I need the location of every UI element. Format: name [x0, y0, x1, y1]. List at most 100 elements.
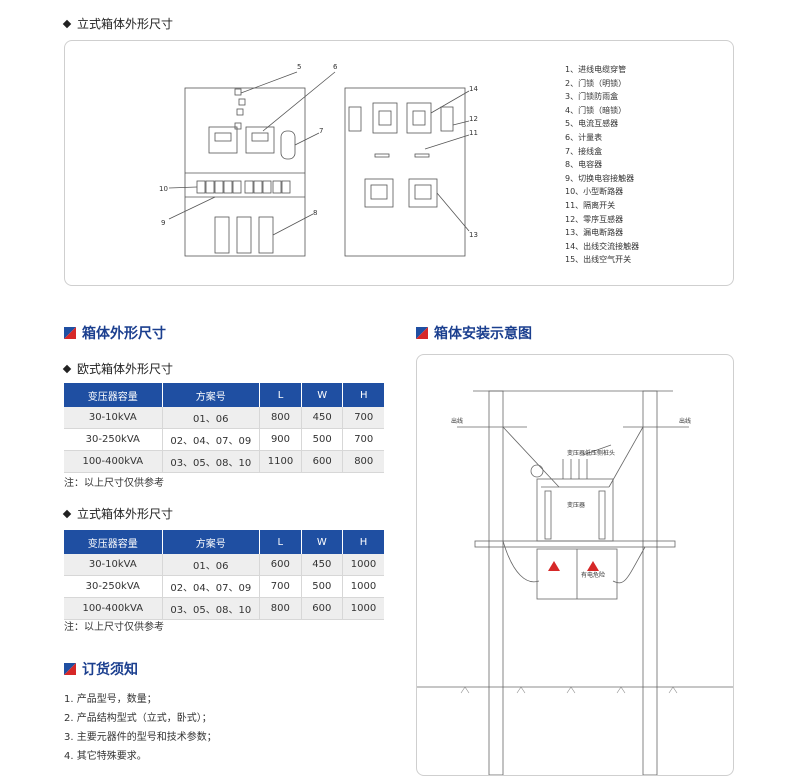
table-cell: 600: [301, 597, 344, 620]
european-dimensions-table: 变压器容量 方案号 L W H 30-10kVA 01、06 800 450 7…: [64, 383, 384, 473]
callout-5: 5: [297, 63, 301, 71]
component-legend: 1、进线电缆穿管 2、门锁（明锁） 3、门锁防雨盒 4、门锁（暗锁） 5、电流互…: [565, 63, 639, 267]
callout-14: 14: [469, 85, 478, 93]
table-cell: 03、05、08、10: [162, 597, 261, 620]
section-flag-icon: [416, 327, 428, 339]
cabinet-drawing-panel: 5 6 7 10 9 8 14 12 11 13 1、进线电缆穿管 2、门锁（明…: [64, 40, 734, 286]
table-header-row: 变压器容量 方案号 L W H: [64, 383, 384, 407]
table-cell: 1000: [342, 575, 384, 598]
table-row: 30-250kVA 02、04、07、09 700 500 1000: [64, 575, 384, 598]
table-cell: 800: [342, 450, 384, 473]
table-row: 30-10kVA 01、06 600 450 1000: [64, 554, 384, 576]
table-cell: 30-250kVA: [64, 575, 163, 598]
header-h: H: [342, 383, 384, 407]
order-list: 1. 产品型号，数量； 2. 产品结构型式（立式，卧式）； 3. 主要元器件的型…: [64, 690, 217, 766]
table-cell: 30-250kVA: [64, 428, 163, 451]
legend-item: 2、门锁（明锁）: [565, 78, 627, 88]
order-section-title: 订货须知: [64, 659, 138, 679]
header-l: L: [259, 530, 302, 554]
list-item: 1. 产品型号，数量；: [64, 694, 157, 705]
legend-item: 14、出线交流接触器: [565, 241, 640, 251]
transformer-top-label: 变压器低压侧桩头: [567, 449, 615, 457]
box-label: 有电危险: [581, 571, 605, 579]
table-cell: 700: [259, 575, 302, 598]
callout-10: 10: [159, 185, 168, 193]
table-cell: 01、06: [162, 407, 261, 429]
cabinet-drawing: 5 6 7 10 9 8 14 12 11 13: [159, 63, 478, 257]
legend-item: 6、计量表: [565, 132, 603, 142]
header-l: L: [259, 383, 302, 407]
table-cell: 700: [342, 428, 384, 451]
vertical-subtitle: 立式箱体外形尺寸: [62, 505, 173, 522]
table-cell: 500: [301, 428, 344, 451]
table-cell: 02、04、07、09: [162, 575, 261, 598]
top-section-title: 立式箱体外形尺寸: [62, 15, 173, 32]
table-cell: 800: [259, 597, 302, 620]
list-item: 3. 主要元器件的型号和技术参数；: [64, 732, 217, 743]
table-cell: 03、05、08、10: [162, 450, 261, 473]
table-cell: 100-400kVA: [64, 450, 163, 473]
legend-item: 8、电容器: [565, 160, 603, 170]
header-h: H: [342, 530, 384, 554]
legend-item: 9、切换电容接触器: [565, 173, 635, 183]
diamond-bullet-icon: [62, 509, 72, 519]
legend-item: 11、隔离开关: [565, 200, 616, 210]
legend-item: 10、小型断路器: [565, 187, 624, 197]
list-item: 2. 产品结构型式（立式，卧式）；: [64, 713, 212, 724]
table-cell: 02、04、07、09: [162, 428, 261, 451]
table-cell: 01、06: [162, 554, 261, 576]
table-row: 30-10kVA 01、06 800 450 700: [64, 407, 384, 429]
left-cabinet-outline: [184, 87, 306, 257]
table-cell: 30-10kVA: [64, 554, 163, 576]
callout-13: 13: [469, 231, 478, 239]
transformer-label: 变压器: [567, 501, 585, 509]
header-w: W: [301, 530, 344, 554]
legend-item: 5、电流互感器: [565, 119, 619, 129]
outline-right-label: 出线: [679, 417, 691, 425]
install-diagram-panel: 出线 出线 变压器低压侧桩头 变压器 有电危险: [416, 354, 734, 776]
callout-9: 9: [161, 219, 165, 227]
legend-item: 3、门锁防雨盒: [565, 92, 619, 102]
legend-item: 1、进线电缆穿管: [565, 65, 627, 74]
right-pole: [642, 390, 658, 776]
legend-item: 13、漏电断路器: [565, 228, 624, 238]
warning-left-icon: [548, 561, 560, 571]
install-diagram: 出线 出线 变压器低压侧桩头 变压器 有电危险: [417, 390, 733, 776]
table-row: 100-400kVA 03、05、08、10 800 600 1000: [64, 597, 384, 620]
header-w: W: [301, 383, 344, 407]
section-flag-icon: [64, 327, 76, 339]
table-cell: 700: [342, 407, 384, 429]
vertical-dimensions-table: 变压器容量 方案号 L W H 30-10kVA 01、06 600 450 1…: [64, 530, 384, 620]
table-row: 100-400kVA 03、05、08、10 1100 600 800: [64, 450, 384, 473]
table-cell: 100-400kVA: [64, 597, 163, 620]
legend-item: 12、零序互感器: [565, 214, 624, 224]
outline-left-label: 出线: [451, 417, 463, 425]
table-cell: 800: [259, 407, 302, 429]
callout-12: 12: [469, 115, 478, 123]
left-pole: [488, 390, 504, 776]
header-capacity: 变压器容量: [64, 383, 163, 407]
header-capacity: 变压器容量: [64, 530, 163, 554]
table-cell: 600: [259, 554, 302, 576]
list-item: 4. 其它特殊要求。: [64, 751, 147, 762]
legend-item: 4、门锁（暗锁）: [565, 105, 627, 115]
legend-item: 7、接线盒: [565, 146, 603, 156]
table-cell: 1100: [259, 450, 302, 473]
table-cell: 600: [301, 450, 344, 473]
warning-right-icon: [587, 561, 599, 571]
vertical-note: 注：以上尺寸仅供参考: [64, 622, 164, 633]
table-header-row: 变压器容量 方案号 L W H: [64, 530, 384, 554]
install-section-title: 箱体安装示意图: [416, 323, 532, 343]
table-cell: 30-10kVA: [64, 407, 163, 429]
table-cell: 1000: [342, 554, 384, 576]
table-cell: 500: [301, 575, 344, 598]
table-cell: 450: [301, 554, 344, 576]
header-scheme: 方案号: [162, 383, 261, 407]
table-row: 30-250kVA 02、04、07、09 900 500 700: [64, 428, 384, 451]
european-note: 注：以上尺寸仅供参考: [64, 478, 164, 489]
european-subtitle: 欧式箱体外形尺寸: [62, 360, 173, 377]
right-cabinet-outline: [344, 87, 466, 257]
callout-7: 7: [319, 127, 323, 135]
callout-8: 8: [313, 209, 317, 217]
diamond-bullet-icon: [62, 364, 72, 374]
